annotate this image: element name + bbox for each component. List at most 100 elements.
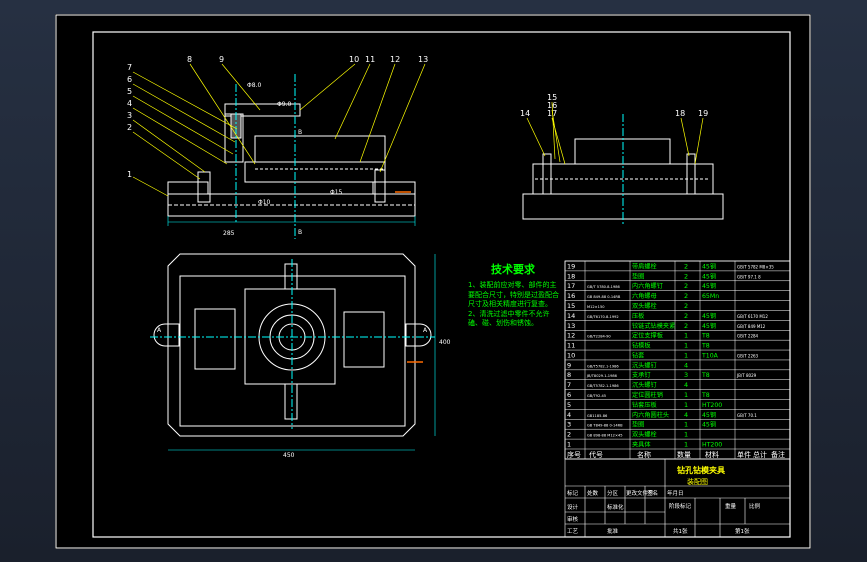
tb-total-sheets: 共1张 xyxy=(673,527,688,535)
balloon-2: 2 xyxy=(127,123,132,132)
parts-cell-qty: 1 xyxy=(684,391,688,399)
parts-cell-code: GB/T92-45 xyxy=(587,394,606,398)
parts-cell-code: GB/T6170.8-1992 xyxy=(587,315,619,319)
parts-cell-note: GB/T 2284 xyxy=(737,334,759,339)
parts-cell-name: 沉头螺钉 xyxy=(632,381,657,389)
section-left: A xyxy=(157,327,162,334)
parts-cell-qty: 1 xyxy=(684,421,688,429)
front-view xyxy=(167,74,416,239)
top-stud-down xyxy=(284,383,298,420)
cad-drawing: 1 2 3 4 5 6 7 8 9 10 11 12 13 Φ8.0 Φ9.0 … xyxy=(55,14,811,549)
leader-13 xyxy=(379,63,426,173)
side-stud-right xyxy=(686,153,696,195)
parts-cell-qty: 1 xyxy=(684,401,688,409)
parts-cell-name: 压板 xyxy=(632,312,644,320)
parts-cell-qty: 2 xyxy=(684,322,688,330)
front-balloons: 1 2 3 4 5 6 7 8 9 10 11 12 13 xyxy=(127,55,428,179)
dim-top-b: Φ9.0 xyxy=(277,101,291,108)
balloon-15: 15 xyxy=(547,93,557,102)
parts-cell-qty: 2 xyxy=(684,302,688,310)
parts-cell-material: 45钢 xyxy=(702,262,716,270)
leader-8 xyxy=(189,63,256,165)
parts-cell-no: 11 xyxy=(567,342,575,350)
section-right: A xyxy=(423,327,428,334)
tech-item-1: 1、装配前应对零、部件的主要配合尺寸，特别是过盈配合尺寸及相关精度进行复查。 xyxy=(468,281,559,308)
parts-cell-name: 支承钉 xyxy=(632,371,651,379)
parts-cell-note: GB/T 2263 xyxy=(737,353,759,358)
base-left-block xyxy=(167,181,209,195)
balloon-13: 13 xyxy=(418,55,428,64)
leader-2 xyxy=(132,131,201,180)
locating-plate xyxy=(244,161,386,183)
parts-cell-qty: 2 xyxy=(684,312,688,320)
balloon-5: 5 xyxy=(127,87,132,96)
parts-cell-material: T8 xyxy=(701,392,710,399)
balloon-12: 12 xyxy=(390,55,400,64)
parts-cell-name: 定位圆柱销 xyxy=(632,391,663,399)
balloon-1: 1 xyxy=(127,170,132,179)
parts-cell-qty: 1 xyxy=(684,351,688,359)
parts-cell-code: GB/T 5780.8-1986 xyxy=(587,285,621,289)
parts-cell-qty: 1 xyxy=(684,342,688,350)
parts-cell-name: 双头螺栓 xyxy=(632,302,657,310)
leader-17 xyxy=(551,117,566,165)
parts-cell-qty: 4 xyxy=(684,381,688,389)
tb-change-doc: 更改文件号 xyxy=(626,489,654,497)
balloon-8: 8 xyxy=(187,55,192,64)
balloon-9: 9 xyxy=(219,55,224,64)
parts-cell-no: 13 xyxy=(567,322,575,330)
balloon-19: 19 xyxy=(698,109,708,118)
hdr-no: 序号 xyxy=(567,450,581,459)
leader-18 xyxy=(680,117,690,157)
tech-items-box: 1、装配前应对零、部件的主要配合尺寸，特别是过盈配合尺寸及相关精度进行复查。 2… xyxy=(468,281,559,327)
parts-cell-name: 钻套 xyxy=(632,351,644,359)
side-stud-left xyxy=(542,153,552,195)
leader-10 xyxy=(299,63,356,111)
drawing-sheet: 1 2 3 4 5 6 7 8 9 10 11 12 13 Φ8.0 Φ9.0 … xyxy=(55,14,811,549)
front-leaders xyxy=(132,63,426,197)
hdr-name: 名称 xyxy=(637,450,651,459)
parts-cell-no: 18 xyxy=(567,272,575,280)
parts-cell-name: 双头螺栓 xyxy=(632,431,657,439)
balloon-7: 7 xyxy=(127,63,132,72)
leader-19 xyxy=(694,117,704,165)
parts-cell-code: GB T849-88 0-14RB xyxy=(587,424,623,428)
parts-cell-no: 10 xyxy=(567,351,575,359)
parts-cell-code: GB 898-88 M12×45 xyxy=(587,434,623,438)
parts-cell-no: 14 xyxy=(567,312,575,320)
tech-requirements: 技术要求 xyxy=(491,262,536,276)
tech-title: 技术要求 xyxy=(491,262,536,276)
parts-cell-note: GB/T 849 M12 xyxy=(737,324,766,329)
tb-date: 年月日 xyxy=(667,489,684,497)
parts-cell-qty: 4 xyxy=(684,411,688,419)
front-dimensions: Φ8.0 Φ9.0 285 Φ10 Φ15 B B xyxy=(223,82,343,237)
parts-cell-code: GB/T2284-90 xyxy=(587,335,611,339)
dim-bottom-b: Φ15 xyxy=(330,189,343,196)
parts-cell-no: 8 xyxy=(567,371,571,379)
height-marker-a: B xyxy=(298,129,302,136)
hdr-total: 总计 xyxy=(753,450,767,459)
parts-cell-qty: 1 xyxy=(684,332,688,340)
balloon-17: 17 xyxy=(547,109,557,118)
parts-cell-material: 45钢 xyxy=(702,272,716,280)
leader-6 xyxy=(132,83,236,143)
leader-1 xyxy=(132,176,169,197)
parts-cell-note: GB/T 70.1 xyxy=(737,413,757,418)
parts-cell-material: T10A xyxy=(701,352,719,359)
parts-cell-qty: 2 xyxy=(684,262,688,270)
parts-cell-note: GB/T 5782 M8×35 xyxy=(737,264,774,269)
parts-cell-no: 6 xyxy=(567,391,571,399)
parts-header: 序号 代号 名称 数量 材料 单件 总计 备注 xyxy=(567,450,785,459)
parts-cell-no: 3 xyxy=(567,421,571,429)
leader-4 xyxy=(132,107,228,165)
parts-cell-no: 12 xyxy=(567,332,575,340)
leader-5 xyxy=(132,95,234,155)
parts-cell-no: 5 xyxy=(567,401,571,409)
balloon-6: 6 xyxy=(127,75,132,84)
parts-cell-qty: 2 xyxy=(684,282,688,290)
parts-cell-code: JB/T8029.1-1986 xyxy=(586,374,618,378)
parts-cell-no: 7 xyxy=(567,381,571,389)
hdr-mass: 单件 xyxy=(737,450,751,459)
parts-cell-material: 65Mn xyxy=(702,293,719,300)
